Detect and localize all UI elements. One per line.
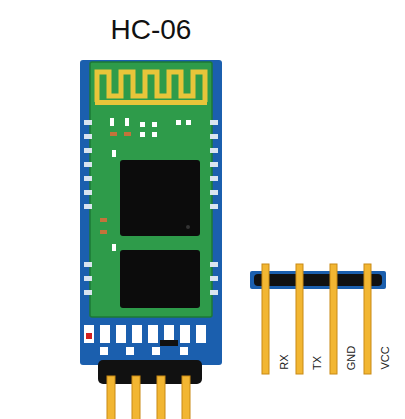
- chip: [120, 160, 200, 236]
- carrier-pads: [84, 325, 206, 355]
- pin-label: GND: [345, 346, 357, 370]
- pin-label: TX: [311, 356, 323, 370]
- antenna-base: [95, 100, 207, 105]
- antenna-trace: [97, 72, 205, 102]
- bluetooth-board: [90, 62, 212, 317]
- breakout-header: [254, 274, 382, 286]
- pin-label: RX: [278, 355, 290, 370]
- header-pins: [107, 376, 190, 419]
- board-edge: [90, 62, 212, 317]
- title: HC-06: [111, 14, 192, 46]
- breakout-pins: [262, 264, 371, 374]
- pin-label: VCC: [379, 347, 391, 370]
- carrier-board: [80, 60, 222, 365]
- chip: [120, 250, 200, 308]
